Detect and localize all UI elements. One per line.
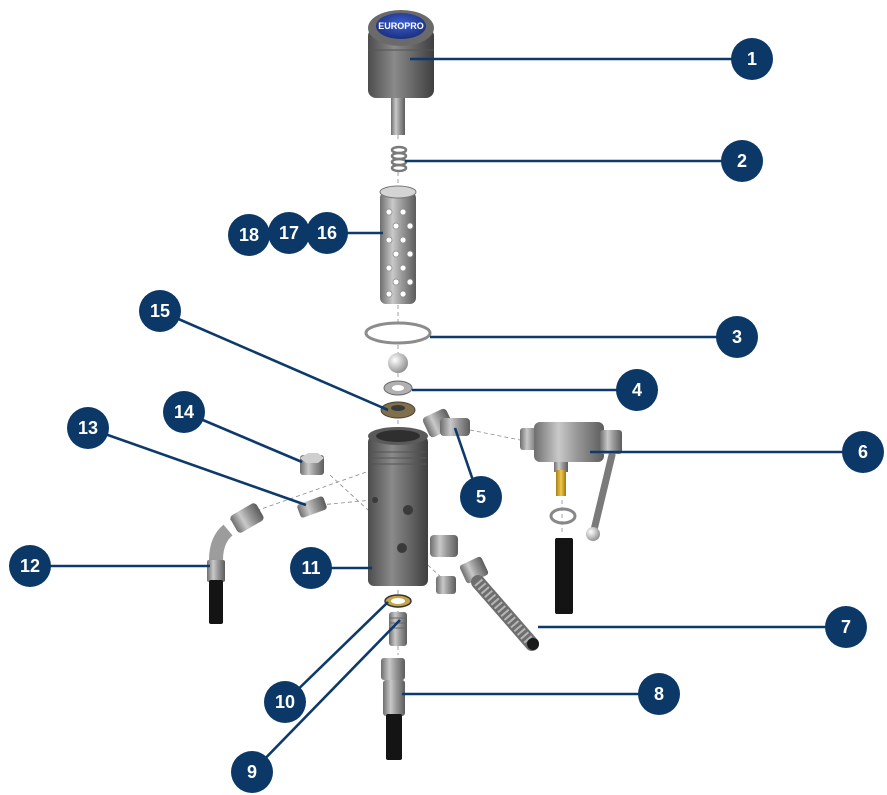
knob-part: EUROPRO xyxy=(368,10,434,135)
svg-text:4: 4 xyxy=(632,380,642,400)
callout-17: 17 xyxy=(268,212,310,254)
svg-text:18: 18 xyxy=(239,225,259,245)
leader-9 xyxy=(251,619,401,773)
callout-2: 2 xyxy=(721,140,763,182)
svg-text:13: 13 xyxy=(78,418,98,438)
callout-9: 9 xyxy=(231,751,273,793)
callout-markers: 1 2 3 4 5 6 7 8 9 10 11 12 13 14 15 18 1… xyxy=(9,38,884,793)
ball-part xyxy=(388,353,408,373)
plug-part xyxy=(300,453,324,475)
callout-12: 12 xyxy=(9,545,51,587)
o-ring-part xyxy=(364,321,432,345)
main-body-part xyxy=(368,427,428,586)
callout-4: 4 xyxy=(616,369,658,411)
strainer-part xyxy=(379,185,417,304)
leader-13 xyxy=(87,426,307,507)
callout-15: 15 xyxy=(139,290,181,332)
svg-text:1: 1 xyxy=(747,49,757,69)
svg-text:16: 16 xyxy=(317,223,337,243)
callout-8: 8 xyxy=(638,673,680,715)
callout-1: 1 xyxy=(731,38,773,80)
bottom-hose-assembly-part xyxy=(381,658,405,760)
spring-part xyxy=(390,145,408,173)
svg-text:6: 6 xyxy=(858,442,868,462)
leader-15 xyxy=(159,309,389,412)
svg-text:8: 8 xyxy=(654,684,664,704)
svg-text:3: 3 xyxy=(732,327,742,347)
leader-10 xyxy=(284,601,389,703)
svg-text:9: 9 xyxy=(247,762,257,782)
callout-7: 7 xyxy=(825,606,867,648)
callout-3: 3 xyxy=(716,316,758,358)
callout-11: 11 xyxy=(290,547,332,589)
elbow-fitting-part xyxy=(422,408,470,438)
svg-text:15: 15 xyxy=(150,301,170,321)
gasket-part xyxy=(384,594,412,608)
knob-brand-text: EUROPRO xyxy=(378,21,424,31)
ball-valve-part xyxy=(520,422,622,541)
leader-14 xyxy=(183,410,303,464)
svg-text:2: 2 xyxy=(737,151,747,171)
washer-part xyxy=(383,380,413,396)
threaded-nipple-part xyxy=(389,612,407,646)
svg-text:5: 5 xyxy=(476,487,486,507)
callout-6: 6 xyxy=(842,431,884,473)
svg-text:11: 11 xyxy=(301,558,320,578)
svg-text:17: 17 xyxy=(279,223,299,243)
callout-5: 5 xyxy=(460,476,502,518)
valve-hose-part xyxy=(555,538,573,614)
svg-text:10: 10 xyxy=(275,692,295,712)
callout-18: 18 xyxy=(228,214,270,256)
callout-10: 10 xyxy=(264,681,306,723)
svg-text:14: 14 xyxy=(174,402,194,422)
spring-tube-part xyxy=(430,535,539,651)
callout-14: 14 xyxy=(163,391,205,433)
callout-13: 13 xyxy=(67,407,109,449)
hose-clamp-part xyxy=(549,507,577,525)
nipple-part xyxy=(297,496,327,518)
seat-part xyxy=(380,401,416,419)
leader-lines xyxy=(30,57,863,773)
callout-16: 16 xyxy=(306,212,348,254)
svg-text:12: 12 xyxy=(20,556,40,576)
left-hose-assembly-part xyxy=(207,503,264,624)
svg-text:7: 7 xyxy=(841,617,851,637)
